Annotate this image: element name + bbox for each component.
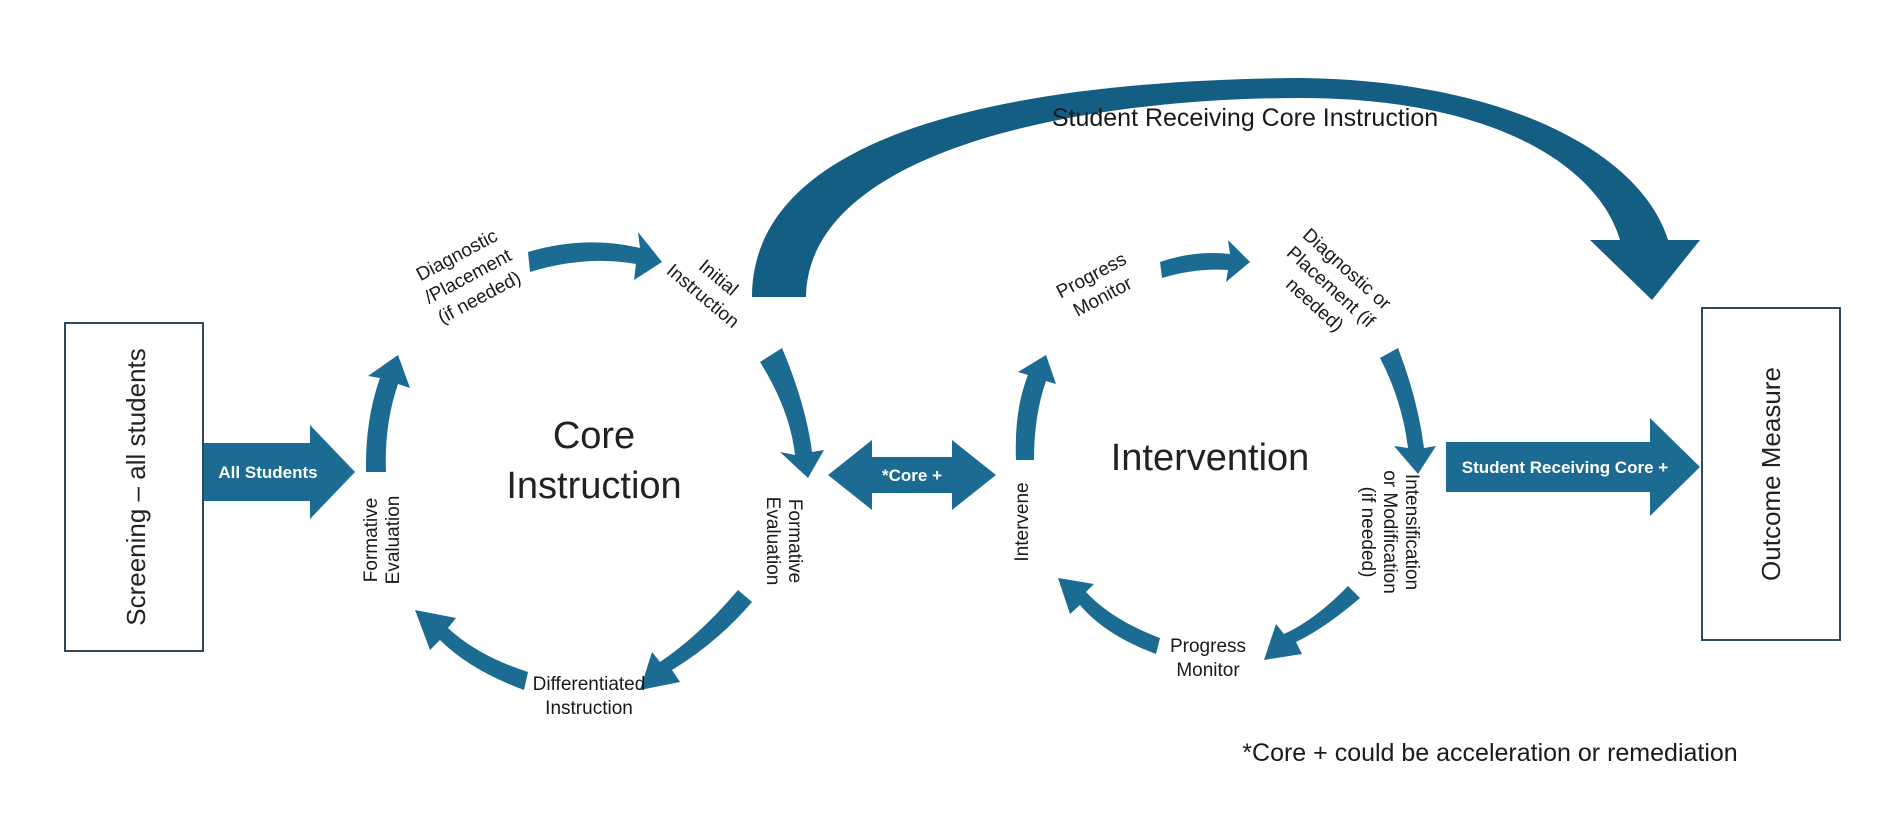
svg-text:Progress: Progress [1170, 636, 1246, 657]
core-arrow-bottom [640, 590, 752, 690]
svg-text:Formative: Formative [361, 498, 382, 582]
svg-text:Instruction: Instruction [545, 698, 633, 719]
all-students-arrow [204, 425, 355, 519]
intv-arrow-left-bottom [1058, 578, 1160, 654]
core-cycle: Core Instruction Diagnostic /Placement (… [361, 226, 824, 719]
footnote: *Core + could be acceleration or remedia… [1242, 739, 1737, 767]
outcome-label: Outcome Measure [1756, 367, 1786, 581]
core-differentiated-label: Differentiated Instruction [533, 674, 646, 719]
outcome-box [1701, 307, 1841, 641]
core-initial-label: Initial Instruction [662, 256, 743, 333]
top-curve-label: Student Receiving Core Instruction [1052, 104, 1438, 132]
intervention-title: Intervention [1111, 437, 1310, 479]
intv-progress-top-label: Progress Monitor [1053, 249, 1136, 321]
svg-text:Evaluation: Evaluation [762, 497, 783, 586]
svg-text:Evaluation: Evaluation [383, 496, 404, 585]
receiving-core-plus-arrow [1446, 418, 1700, 516]
intv-intensification-label: Intensification or Modification (if need… [1357, 470, 1422, 594]
svg-text:Intensification: Intensification [1401, 474, 1422, 590]
screening-box [64, 322, 204, 652]
core-formative-left-label: Formative Evaluation [361, 496, 404, 585]
core-formative-right-label: Formative Evaluation [762, 497, 805, 586]
core-title-line1: Core [553, 415, 635, 457]
screening-label: Screening – all students [121, 348, 151, 626]
intv-diagnostic-label: Diagnostic or Placement (if needed) [1281, 225, 1395, 337]
intv-progress-bottom-label: Progress Monitor [1170, 636, 1246, 681]
core-arrow-left-top [365, 355, 410, 472]
receiving-core-plus-label: Student Receiving Core + [1462, 458, 1668, 477]
svg-text:(if needed): (if needed) [1357, 487, 1378, 578]
core-plus-arrow [828, 440, 996, 510]
intv-arrow-top [1160, 240, 1250, 282]
core-arrow-right [760, 348, 824, 478]
svg-text:Differentiated: Differentiated [533, 674, 646, 695]
svg-text:Formative: Formative [784, 499, 805, 583]
core-title-line2: Instruction [506, 465, 681, 507]
intv-arrow-left-top [1015, 355, 1056, 460]
all-students-label: All Students [218, 463, 317, 482]
core-arrow-top [528, 232, 662, 280]
intv-arrow-right [1380, 348, 1436, 474]
intv-intervene-label: Intervene [1012, 482, 1033, 561]
core-arrow-left-bottom [415, 610, 528, 690]
core-diagnostic-label: Diagnostic /Placement (if needed) [413, 226, 525, 329]
intervention-cycle: Intervention Progress Monitor Diagnostic… [1012, 225, 1436, 681]
intv-arrow-bottom [1264, 586, 1360, 660]
svg-text:Monitor: Monitor [1176, 660, 1240, 681]
top-curve-arrow [752, 78, 1700, 300]
svg-text:or Modification: or Modification [1379, 470, 1400, 594]
core-plus-label: *Core + [882, 466, 942, 485]
